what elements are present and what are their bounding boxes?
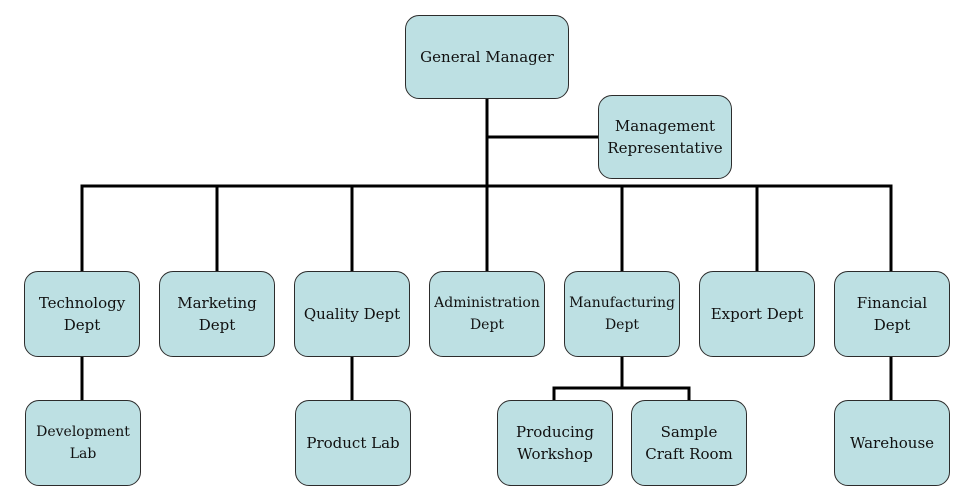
export-dept-node[interactable]: Export Dept: [699, 271, 815, 357]
export-dept-label: Export Dept: [710, 305, 804, 323]
administration-dept-node[interactable]: Administration Dept: [429, 271, 545, 357]
marketing-dept-label: Marketing Dept: [177, 294, 257, 334]
management-representative-node[interactable]: Management Representative: [598, 95, 732, 179]
administration-dept-label: Administration Dept: [434, 295, 540, 333]
product-lab-node[interactable]: Product Lab: [295, 400, 411, 486]
manufacturing-dept-label: Manufacturing Dept: [569, 295, 675, 333]
sample-craft-room-label: Sample Craft Room: [645, 423, 733, 463]
quality-dept-label: Quality Dept: [303, 305, 401, 323]
warehouse-label: Warehouse: [849, 434, 935, 452]
sample-craft-room-node[interactable]: Sample Craft Room: [631, 400, 747, 486]
marketing-dept-node[interactable]: Marketing Dept: [159, 271, 275, 357]
quality-dept-node[interactable]: Quality Dept: [294, 271, 410, 357]
manufacturing-dept-node[interactable]: Manufacturing Dept: [564, 271, 680, 357]
product-lab-label: Product Lab: [306, 434, 400, 452]
technology-dept-node[interactable]: Technology Dept: [24, 271, 140, 357]
development-lab-label: Development Lab: [36, 424, 130, 462]
producing-workshop-label: Producing Workshop: [515, 423, 595, 463]
financial-dept-node[interactable]: Financial Dept: [834, 271, 950, 357]
financial-dept-label: Financial Dept: [856, 294, 928, 334]
technology-dept-label: Technology Dept: [38, 294, 126, 334]
general-manager-node[interactable]: General Manager: [405, 15, 569, 99]
management-representative-label: Management Representative: [607, 117, 723, 157]
warehouse-node[interactable]: Warehouse: [834, 400, 950, 486]
general-manager-label: General Manager: [420, 48, 554, 66]
producing-workshop-node[interactable]: Producing Workshop: [497, 400, 613, 486]
development-lab-node[interactable]: Development Lab: [25, 400, 141, 486]
